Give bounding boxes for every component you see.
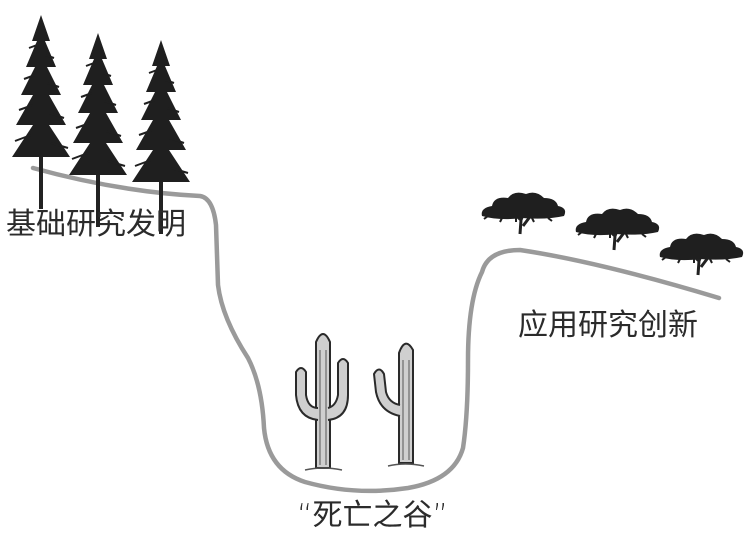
cactus-icon (372, 342, 425, 467)
pine-tree-icon (68, 32, 128, 228)
pine-tree-icon (11, 14, 71, 210)
terrain-line (30, 165, 722, 494)
basic-research-label: 基础研究发明 (6, 207, 186, 242)
acacia-tree-icon (574, 207, 661, 252)
acacia-tree-icon (658, 232, 745, 277)
pine-tree-icon (131, 39, 191, 235)
valley-of-death-label: “死亡之谷” (297, 498, 449, 533)
acacia-tree-icon (480, 191, 567, 236)
applied-research-label: 应用研究创新 (518, 308, 698, 343)
cactus-icon (295, 333, 349, 471)
